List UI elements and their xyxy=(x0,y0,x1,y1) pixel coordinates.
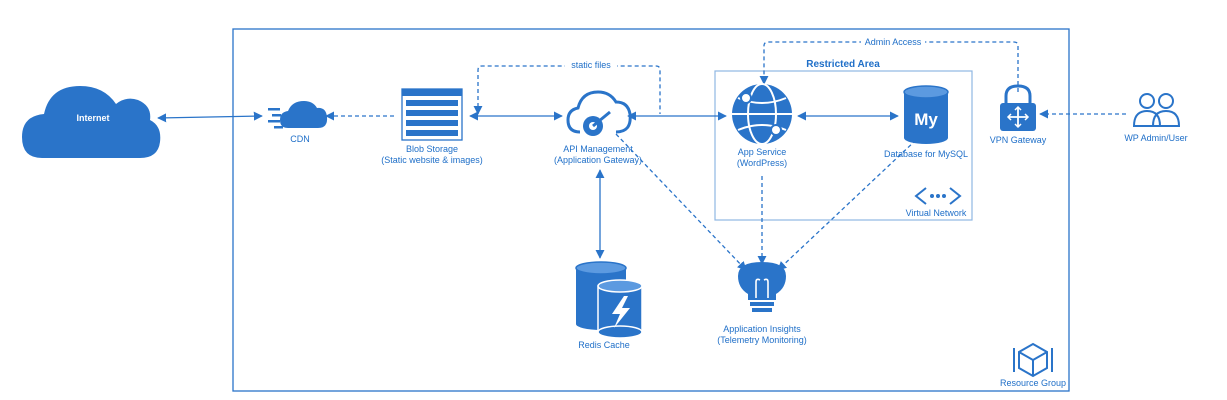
edge-static-files xyxy=(473,65,661,115)
virtual-network-icon xyxy=(914,187,962,205)
vpn-gateway-label: VPN Gateway xyxy=(990,135,1047,145)
edge-mysql-insights xyxy=(777,139,917,271)
mysql-database-icon: My xyxy=(903,85,949,144)
lightbulb-icon xyxy=(738,262,786,312)
api-management-label: API Management xyxy=(563,144,633,154)
storage-table-icon xyxy=(401,88,463,141)
cdn-label: CDN xyxy=(290,134,310,144)
application-insights-label: Application Insights xyxy=(723,324,801,334)
cloud-icon xyxy=(22,86,161,158)
cube-icon xyxy=(1013,342,1053,378)
edge-apim-insights xyxy=(615,133,747,271)
blob-storage-node: Blob Storage (Static website & images) xyxy=(381,88,483,165)
virtual-network-node: Virtual Network xyxy=(906,187,967,218)
globe-icon xyxy=(732,83,792,145)
app-service-node: App Service (WordPress) xyxy=(732,83,792,168)
app-service-label: App Service xyxy=(738,147,787,157)
admin-access-label: Admin Access xyxy=(865,37,922,47)
restricted-area-label: Restricted Area xyxy=(806,59,880,70)
fast-cloud-icon xyxy=(268,101,328,129)
wp-admin-node: WP Admin/User xyxy=(1124,93,1188,143)
internet-node: Internet xyxy=(22,86,161,158)
mysql-node: My Database for MySQL xyxy=(884,85,968,159)
api-management-node: API Management (Application Gateway) xyxy=(554,90,642,165)
edge-admin-access xyxy=(759,41,1019,92)
mysql-label: Database for MySQL xyxy=(884,149,968,159)
resource-group-frame xyxy=(232,28,1070,392)
static-files-label: static files xyxy=(571,60,611,70)
mysql-icon-text: My xyxy=(914,110,938,129)
api-management-sublabel: (Application Gateway) xyxy=(554,155,642,165)
blob-storage-label: Blob Storage xyxy=(406,144,458,154)
redis-icon xyxy=(575,261,643,339)
cdn-node: CDN xyxy=(268,101,328,144)
application-insights-node: Application Insights (Telemetry Monitori… xyxy=(717,262,807,345)
resource-group-node: Resource Group xyxy=(1000,342,1066,388)
redis-cache-node: Redis Cache xyxy=(575,261,643,350)
blob-storage-sublabel: (Static website & images) xyxy=(381,155,483,165)
wp-admin-label: WP Admin/User xyxy=(1124,133,1187,143)
application-insights-sublabel: (Telemetry Monitoring) xyxy=(717,335,807,345)
edge-internet-cdn xyxy=(157,111,263,123)
vpn-gateway-node: VPN Gateway xyxy=(990,84,1047,145)
restricted-area-frame xyxy=(714,70,973,221)
resource-group-label: Resource Group xyxy=(1000,378,1066,388)
redis-cache-label: Redis Cache xyxy=(578,340,630,350)
users-icon xyxy=(1132,93,1181,127)
app-service-sublabel: (WordPress) xyxy=(737,158,787,168)
api-cloud-icon xyxy=(566,90,632,136)
lock-icon xyxy=(1000,84,1036,131)
virtual-network-label: Virtual Network xyxy=(906,208,967,218)
internet-label: Internet xyxy=(76,113,109,123)
